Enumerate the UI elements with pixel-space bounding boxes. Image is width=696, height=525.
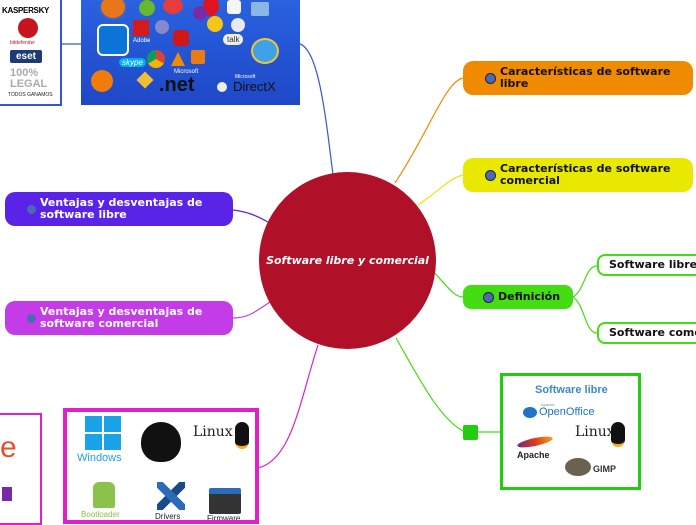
node-label: Características de software libre	[500, 65, 671, 90]
tux-icon	[611, 422, 625, 447]
teamviewer-icon	[97, 24, 129, 56]
smiley-icon	[207, 16, 223, 32]
connector-image-libre	[395, 337, 466, 433]
bitdefender-logo: bitdefender	[10, 40, 36, 46]
talk-logo: talk	[223, 34, 244, 45]
connector-def-comercial	[572, 296, 598, 334]
opera-icon	[203, 0, 219, 16]
central-topic[interactable]: Software libre y comercial	[259, 172, 436, 349]
software-logos-image: Adobe talk skype Microsoft .net Microsof…	[81, 0, 300, 105]
chrome-icon	[147, 50, 165, 68]
document-icon	[2, 487, 12, 501]
node-ventajas-comercial[interactable]: Ventajas y desventajas de software comer…	[5, 301, 233, 335]
os-tux-icon	[235, 422, 249, 449]
windows-label: Windows	[77, 452, 122, 464]
openoffice-logo: OpenOffice	[539, 406, 595, 418]
drivers-icon	[157, 482, 185, 510]
node-label: Definición	[498, 290, 561, 303]
legal-subtitle: TODOS GANAMOS	[8, 92, 53, 98]
firefox-icon	[99, 0, 127, 20]
node-icon	[27, 204, 36, 214]
node-icon	[483, 291, 494, 303]
chat-icon	[227, 0, 241, 14]
node-caract-comercial[interactable]: Características de software comercial	[463, 158, 693, 192]
winamp-icon	[136, 71, 154, 89]
node-def-libre[interactable]: Software libre	[597, 254, 696, 276]
connector-antivirus	[62, 43, 334, 176]
node-label: Características de software comercial	[500, 162, 671, 187]
bubble-icon	[163, 0, 183, 14]
folder-icon	[251, 2, 269, 16]
directx-logo: DirectX	[233, 79, 276, 94]
flash-icon	[173, 30, 189, 46]
directx-brand: Microsoft	[235, 74, 256, 80]
connector-os-logos	[257, 344, 319, 469]
connector-caract-comercial	[417, 174, 464, 206]
firmware-label: Firmware	[207, 514, 241, 523]
directx-icon	[217, 82, 227, 92]
node-label: Ventajas y desventajas de software libre	[40, 196, 203, 221]
adobe-icon	[133, 20, 149, 36]
node-icon	[27, 313, 36, 323]
image-node-marker[interactable]	[463, 425, 478, 440]
skype-logo: skype	[119, 58, 146, 67]
firmware-icon	[209, 488, 241, 514]
apache-logo: Apache	[517, 450, 550, 460]
connector-caract-libre	[394, 77, 464, 184]
apple-icon	[141, 422, 181, 462]
node-label: Software libre	[609, 258, 696, 271]
microsoft-net-brand: Microsoft	[174, 69, 199, 75]
node-definicion[interactable]: Definición	[463, 285, 573, 309]
linux-label: Linux	[193, 424, 233, 440]
openoffice-icon	[523, 407, 537, 418]
node-label: Software comer	[609, 326, 696, 339]
gimp-icon	[565, 458, 591, 476]
node-icon	[485, 72, 496, 84]
node-def-comercial[interactable]: Software comer	[597, 322, 696, 344]
node-ventajas-libre[interactable]: Ventajas y desventajas de software libre	[5, 192, 233, 226]
utorrent-icon	[139, 0, 155, 16]
apache-feather-icon	[516, 434, 554, 450]
openoffice-small-label: Apache	[541, 402, 555, 407]
software-libre-image: Software libre Apache OpenOffice Apache …	[500, 373, 641, 490]
android-icon	[93, 482, 115, 508]
globe-icon	[155, 20, 169, 34]
node-label: Ventajas y desventajas de software comer…	[40, 305, 203, 330]
os-logos-image: Windows Linux Bootloader Drivers Firmwar…	[63, 408, 259, 524]
windows-media-icon	[231, 18, 245, 32]
partial-image: e	[0, 413, 42, 525]
linux-logo-text: Linux	[575, 424, 615, 440]
partial-text: e	[0, 431, 17, 464]
legal-logo: 100% LEGAL	[10, 67, 48, 90]
adobe-label: Adobe	[133, 38, 151, 44]
java-icon	[191, 50, 205, 64]
connector-definicion	[431, 269, 464, 298]
connector-ventajas-comercial	[232, 301, 271, 319]
yahoo-icon	[193, 6, 207, 20]
eset-logo: eset	[10, 50, 42, 63]
antivirus-logos-image: KASPERSKY bitdefender eset 100% LEGAL TO…	[0, 0, 62, 106]
connector-def-libre	[572, 265, 598, 298]
ie-icon	[251, 38, 279, 64]
node-icon	[485, 169, 496, 181]
software-libre-image-title: Software libre	[535, 384, 608, 396]
vlc-icon	[171, 52, 185, 66]
central-topic-title: Software libre y comercial	[266, 254, 429, 267]
gimp-logo: GIMP	[593, 464, 617, 474]
net-logo: .net	[159, 74, 195, 96]
bitdefender-icon	[18, 18, 38, 38]
node-caract-libre[interactable]: Características de software libre	[463, 61, 693, 95]
connector-ventajas-libre	[232, 209, 269, 223]
windows-icon	[85, 416, 121, 450]
avast-icon	[91, 70, 113, 92]
kaspersky-logo: KASPERSKY	[2, 6, 50, 15]
bootloader-label: Bootloader	[81, 510, 120, 519]
drivers-label: Drivers	[155, 512, 181, 521]
